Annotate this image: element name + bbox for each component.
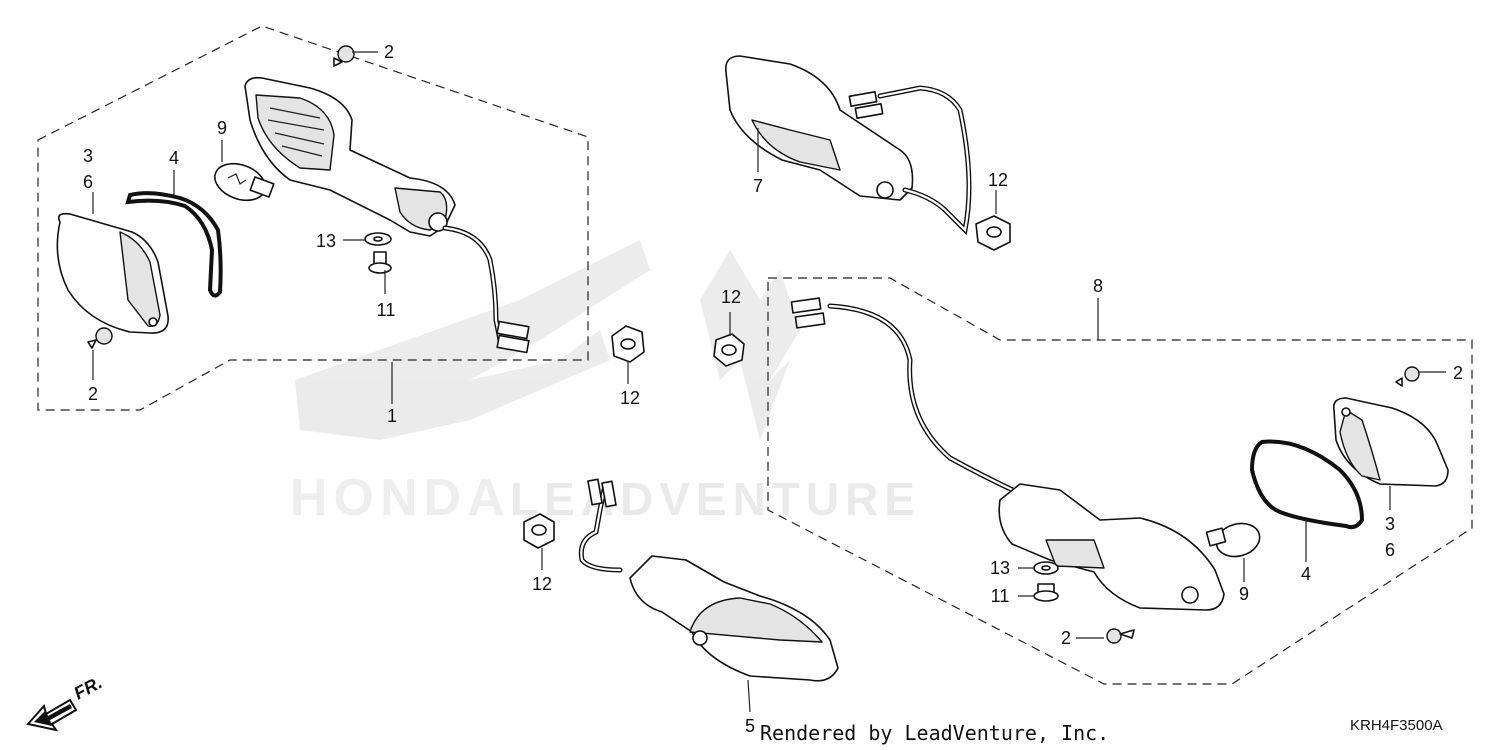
top-signal-connector [848,91,884,119]
right-assembly-boundary [767,277,1473,685]
callout-6-left: 6 [83,172,93,192]
left-gasket-part [125,191,223,298]
right-signal-connector [790,297,826,329]
callout-7: 7 [753,176,763,196]
callout-1: 1 [387,406,397,426]
left-bolt-11 [368,251,392,274]
credit-text: Rendered by LeadVenture, Inc. [760,721,1109,745]
right-turn-signal-body [998,483,1225,611]
right-lens-part [1332,397,1449,487]
callout-12-center-right: 12 [721,287,741,307]
left-washer-13 [364,232,392,246]
nut-12-bottom-center [523,513,555,549]
right-bolt-11 [1033,583,1059,602]
right-screw-lower [1106,628,1135,644]
left-screw-upper [333,45,355,67]
right-screw-upper [1395,366,1420,387]
diagram-code: KRH4F3500A [1350,717,1443,734]
left-screw-lower [87,327,113,349]
front-direction-arrow-icon: FR. [26,672,105,732]
callout-13-right: 13 [990,558,1010,578]
callout-2-right-upper: 2 [1453,363,1463,383]
top-signal-part-7 [724,55,914,201]
left-bulb-part [214,162,275,202]
honda-watermark: HONDA [290,240,650,527]
right-signal-wire [827,303,1033,501]
callout-12-top-right: 12 [988,170,1008,190]
callout-3-right: 3 [1385,514,1395,534]
callout-2-left-upper: 2 [384,42,394,62]
callout-11-right: 11 [991,586,1010,606]
callout-5: 5 [745,716,755,736]
callout-4-left: 4 [169,148,179,168]
bottom-signal-part-5 [629,555,839,682]
honda-watermark-text: HONDA [290,469,511,527]
callout-12-bottom: 12 [532,574,552,594]
left-assembly-boundary [37,25,589,411]
callout-9-right: 9 [1239,584,1249,604]
callout-2-left-lower: 2 [88,384,98,404]
callout-6-right: 6 [1385,540,1395,560]
callout-3-left: 3 [83,146,93,166]
leadventure-watermark-text: LEADVENTURE [510,473,921,525]
callout-2-right-lower: 2 [1061,628,1071,648]
right-bulb-part [1205,522,1261,558]
leadventure-watermark: LEADVENTURE [510,250,921,525]
right-washer-13 [1033,561,1059,575]
bottom-signal-connector [587,478,617,508]
left-turn-signal-body [244,76,456,237]
nut-12-top-right [975,215,1011,251]
callout-11-left: 11 [377,300,396,320]
left-signal-connector [496,320,530,354]
callout-12-center-left: 12 [620,388,640,408]
callout-13-left: 13 [316,231,336,251]
right-gasket-part [1249,439,1365,530]
callout-4-right: 4 [1301,564,1311,584]
leader-lines [92,51,1446,713]
callout-9-left: 9 [217,118,227,138]
nut-12-center-right [713,333,745,367]
front-direction-label: FR. [70,672,105,703]
nut-12-center-left [611,325,645,363]
callout-8: 8 [1093,276,1103,296]
left-lens-part [56,212,169,334]
